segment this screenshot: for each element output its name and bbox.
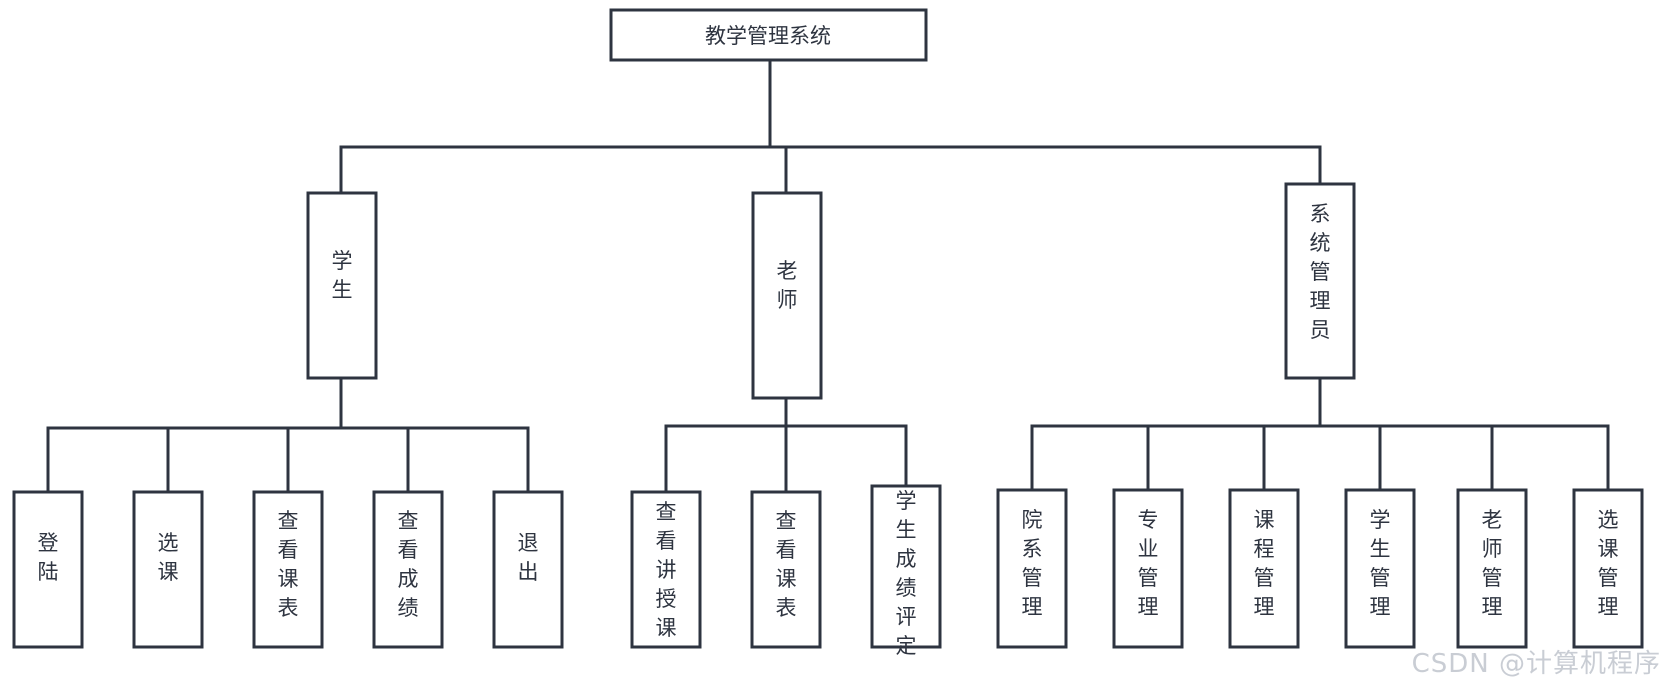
- node-department-mgmt-label: 院系管理: [1022, 508, 1043, 619]
- node-login-box[interactable]: [12, 490, 84, 649]
- node-course-mgmt-box[interactable]: [1228, 488, 1300, 649]
- leaf-group-student: 登陆 选课 查看课表 查看成绩 退出: [12, 490, 564, 649]
- leaf-group-admin: 院系管理 专业管理 课程管理 学生管理 老师管理 选课管理: [996, 488, 1644, 649]
- node-view-timetable-label: 查看课表: [278, 509, 299, 620]
- node-login[interactable]: 登陆: [12, 490, 84, 649]
- node-student[interactable]: 学生: [306, 191, 378, 380]
- node-view-timetable-box[interactable]: [252, 490, 324, 649]
- node-student-grade-assessment-box[interactable]: [870, 484, 942, 649]
- node-student-grade-assessment-label: 学生成绩评定: [896, 489, 917, 658]
- leaf-group-teacher: 查看讲授课 查看课表 学生成绩评定: [630, 484, 942, 658]
- node-teacher-mgmt[interactable]: 老师管理: [1456, 488, 1528, 649]
- node-root[interactable]: 教学管理系统: [609, 8, 928, 62]
- node-major-mgmt[interactable]: 专业管理: [1112, 488, 1184, 649]
- node-student-mgmt-box[interactable]: [1344, 488, 1416, 649]
- node-admin-box[interactable]: [1284, 182, 1356, 380]
- node-student-box[interactable]: [306, 191, 378, 380]
- node-view-grades-label: 查看成绩: [398, 509, 419, 620]
- node-view-taught-course-label: 查看讲授课: [656, 500, 677, 640]
- node-student-grade-assessment[interactable]: 学生成绩评定: [870, 484, 942, 658]
- node-root-label: 教学管理系统: [705, 24, 831, 48]
- node-logout-box[interactable]: [492, 490, 564, 649]
- node-admin-label: 系统管理员: [1310, 202, 1331, 342]
- node-select-course-box[interactable]: [132, 490, 204, 649]
- node-department-mgmt-box[interactable]: [996, 488, 1068, 649]
- node-student-mgmt-label: 学生管理: [1370, 508, 1391, 619]
- node-major-mgmt-box[interactable]: [1112, 488, 1184, 649]
- node-course-mgmt[interactable]: 课程管理: [1228, 488, 1300, 649]
- node-course-selection-mgmt-box[interactable]: [1572, 488, 1644, 649]
- node-view-grades-box[interactable]: [372, 490, 444, 649]
- node-student-label: 学生: [332, 249, 353, 302]
- node-teacher-box[interactable]: [751, 191, 823, 400]
- node-teacher-view-timetable-box[interactable]: [750, 490, 822, 649]
- node-course-mgmt-label: 课程管理: [1254, 508, 1275, 619]
- node-student-mgmt[interactable]: 学生管理: [1344, 488, 1416, 649]
- connector-layer: [46, 58, 1610, 494]
- node-select-course-label: 选课: [158, 531, 179, 584]
- node-logout[interactable]: 退出: [492, 490, 564, 649]
- node-view-timetable[interactable]: 查看课表: [252, 490, 324, 649]
- node-logout-label: 退出: [518, 531, 539, 584]
- node-teacher-view-timetable[interactable]: 查看课表: [750, 490, 822, 649]
- node-course-selection-mgmt-label: 选课管理: [1598, 508, 1619, 619]
- node-teacher[interactable]: 老师: [751, 191, 823, 400]
- node-teacher-label: 老师: [777, 259, 798, 312]
- node-department-mgmt[interactable]: 院系管理: [996, 488, 1068, 649]
- node-teacher-mgmt-box[interactable]: [1456, 488, 1528, 649]
- node-view-taught-course[interactable]: 查看讲授课: [630, 490, 702, 649]
- node-teacher-view-timetable-label: 查看课表: [776, 509, 797, 620]
- node-login-label: 登陆: [38, 531, 59, 584]
- node-root-box[interactable]: [609, 8, 928, 62]
- node-view-grades[interactable]: 查看成绩: [372, 490, 444, 649]
- node-course-selection-mgmt[interactable]: 选课管理: [1572, 488, 1644, 649]
- node-major-mgmt-label: 专业管理: [1138, 508, 1159, 619]
- node-select-course[interactable]: 选课: [132, 490, 204, 649]
- node-admin[interactable]: 系统管理员: [1284, 182, 1356, 380]
- node-view-taught-course-box[interactable]: [630, 490, 702, 649]
- node-teacher-mgmt-label: 老师管理: [1482, 508, 1503, 619]
